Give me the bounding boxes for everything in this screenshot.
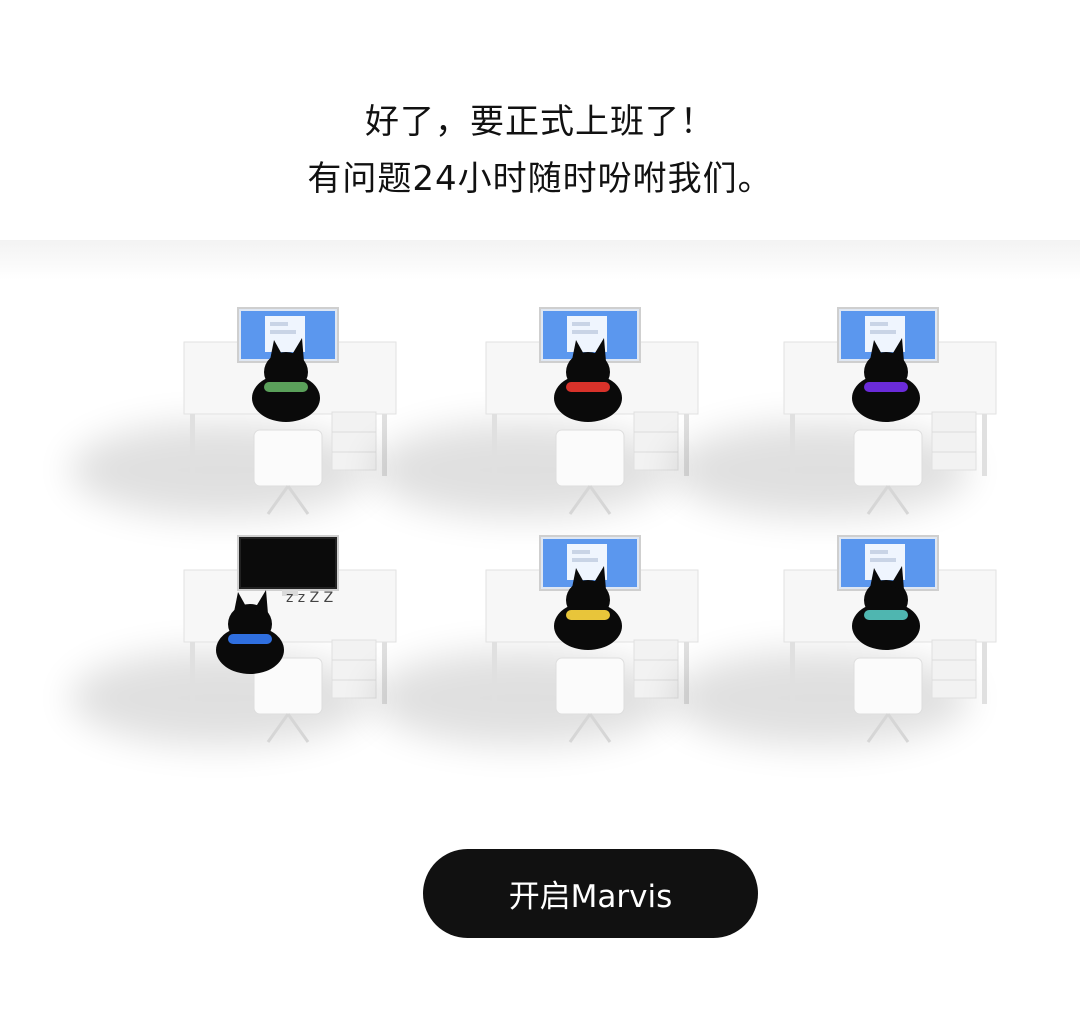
- drawer-cabinet: [931, 411, 977, 471]
- screen-line: [870, 330, 896, 334]
- drawer-cabinet: [633, 639, 679, 699]
- desk-shadow: [670, 422, 970, 518]
- desk-shadow: [70, 650, 370, 746]
- mascot-ear: [254, 590, 268, 614]
- chair-seat: [555, 429, 625, 487]
- screen-line: [572, 558, 598, 562]
- desk-leg: [982, 414, 987, 476]
- chair-leg: [568, 485, 592, 515]
- chair-leg: [286, 485, 310, 515]
- mascot-ear: [870, 568, 884, 588]
- mascot-collar: [864, 610, 908, 620]
- mascot-collar: [566, 610, 610, 620]
- desk-leg: [382, 642, 387, 704]
- chair-seat: [853, 429, 923, 487]
- mascot-ear: [890, 566, 904, 590]
- desk-shadow: [670, 650, 970, 746]
- chair-seat: [853, 657, 923, 715]
- screen-line: [870, 558, 896, 562]
- desk-leg: [790, 642, 795, 704]
- office-svg: z z Z Z: [70, 307, 997, 746]
- mascot-ear: [290, 338, 304, 362]
- screen-line: [870, 550, 888, 554]
- desk-leg: [492, 414, 497, 476]
- desk-leg: [382, 414, 387, 476]
- mascot-ear: [572, 340, 586, 360]
- mascot-ear: [870, 340, 884, 360]
- mascot-ear: [592, 338, 606, 362]
- desk-leg: [684, 414, 689, 476]
- mascot-ear: [270, 340, 284, 360]
- chair-leg: [866, 485, 890, 515]
- workstation: [70, 307, 397, 518]
- chair-leg: [886, 485, 910, 515]
- chair-leg: [568, 713, 592, 743]
- mascot-collar: [566, 382, 610, 392]
- chair-seat: [253, 429, 323, 487]
- desk-leg: [684, 642, 689, 704]
- chair-leg: [588, 713, 612, 743]
- drawer-cabinet: [331, 639, 377, 699]
- monitor-screen-off: [241, 539, 335, 587]
- desk-leg: [790, 414, 795, 476]
- desk-leg: [492, 642, 497, 704]
- desk-shadow: [372, 650, 672, 746]
- start-marvis-button[interactable]: 开启Marvis: [423, 849, 758, 938]
- screen-line: [572, 322, 590, 326]
- monitor-stand: [282, 590, 298, 596]
- chair-leg: [866, 713, 890, 743]
- desk-leg: [190, 414, 195, 476]
- mascot-collar: [228, 634, 272, 644]
- sleep-zzz: z z Z Z: [286, 590, 333, 606]
- screen-line: [270, 330, 296, 334]
- workstation: z z Z Z: [70, 535, 397, 746]
- workstation: [372, 307, 699, 518]
- headline-line-1: 好了，要正式上班了！: [365, 102, 715, 142]
- headline-line-2: 有问题24小时随时吩咐我们。: [307, 159, 773, 199]
- mascot-collar: [864, 382, 908, 392]
- chair-leg: [286, 713, 310, 743]
- chair-leg: [266, 485, 290, 515]
- office-illustration: z z Z Z: [0, 240, 1080, 840]
- desk-leg: [190, 642, 195, 704]
- screen-line: [572, 550, 590, 554]
- chair-leg: [266, 713, 290, 743]
- mascot-ear: [572, 568, 586, 588]
- desk-shadow: [372, 422, 672, 518]
- mascot-ear: [234, 592, 248, 612]
- screen-line: [270, 322, 288, 326]
- desk-shadow: [70, 422, 370, 518]
- workstation: [670, 535, 997, 746]
- screen-line: [870, 322, 888, 326]
- mascot-ear: [592, 566, 606, 590]
- chair-seat: [555, 657, 625, 715]
- screen-line: [572, 330, 598, 334]
- mascot-ear: [890, 338, 904, 362]
- chair-leg: [588, 485, 612, 515]
- workstation: [670, 307, 997, 518]
- drawer-cabinet: [633, 411, 679, 471]
- mascot-collar: [264, 382, 308, 392]
- drawer-cabinet: [331, 411, 377, 471]
- workstation: [372, 535, 699, 746]
- chair-leg: [886, 713, 910, 743]
- desk-leg: [982, 642, 987, 704]
- drawer-cabinet: [931, 639, 977, 699]
